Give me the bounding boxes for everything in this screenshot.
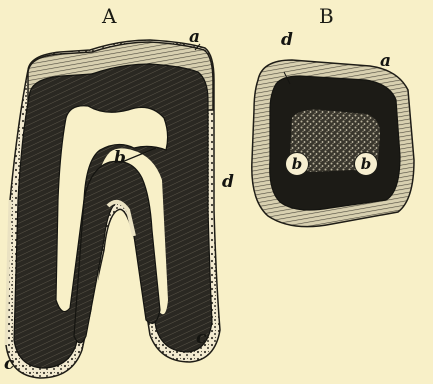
panel-b-title: B bbox=[319, 4, 334, 28]
panel-a-title: A bbox=[102, 4, 117, 28]
label-a-cement-left: c bbox=[4, 356, 14, 373]
label-a-dentine: d bbox=[222, 174, 234, 191]
label-b-canal-right: b bbox=[354, 152, 378, 176]
tooth-cross-section bbox=[252, 60, 414, 227]
tooth-longitudinal-section bbox=[6, 40, 220, 378]
label-b-canal-left: b bbox=[285, 152, 309, 176]
label-b-dentine: d bbox=[281, 32, 293, 49]
label-a-pulp: b bbox=[114, 150, 126, 167]
label-a-enamel: a bbox=[189, 29, 200, 46]
label-b-enamel: a bbox=[380, 53, 391, 70]
label-a-cement-right: c bbox=[196, 330, 206, 347]
